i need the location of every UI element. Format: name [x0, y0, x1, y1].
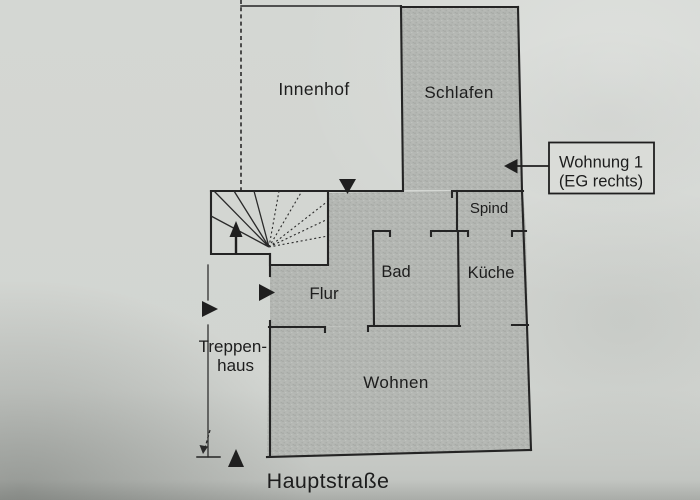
- stair-direction-arrow-icon: [229, 221, 243, 254]
- label-kueche: Küche: [468, 264, 515, 282]
- callout-box: [548, 141, 655, 195]
- entrance-markers: [202, 179, 356, 467]
- room-kueche: [458, 231, 528, 326]
- room-labels: Innenhof Schlafen Spind Bad Küche Flur T…: [199, 79, 515, 493]
- callout-line2: (EG rechts): [559, 173, 643, 191]
- shaded-rooms: [267, 7, 531, 457]
- stairwell-boundary: [196, 264, 221, 458]
- label-flur: Flur: [309, 284, 339, 303]
- entrance-top-triangle-down-icon: [339, 179, 356, 194]
- label-treppenhaus-line1: Treppen-: [199, 337, 267, 356]
- dimension-dashed-arrow-icon: [199, 429, 211, 454]
- street-entrance-triangle-up-icon: [228, 449, 244, 467]
- callout-line1: Wohnung 1: [559, 154, 643, 172]
- callout: Wohnung 1 (EG rechts): [504, 141, 655, 195]
- label-wohnen: Wohnen: [363, 373, 428, 392]
- label-bad: Bad: [381, 263, 410, 281]
- room-wohnen: [267, 324, 531, 457]
- room-spind: [452, 191, 526, 231]
- label-treppenhaus-line2: haus: [217, 356, 254, 375]
- apartment-door-triangle-right-icon: [259, 284, 275, 301]
- label-street: Hauptstraße: [267, 469, 390, 493]
- callout-arrow-left-icon: [504, 159, 518, 174]
- stairwell-door-triangle-right-icon: [202, 301, 218, 317]
- room-flur-lower: [270, 265, 328, 327]
- label-innenhof: Innenhof: [278, 79, 349, 99]
- room-flur-column: [328, 193, 374, 326]
- walls: [209, 4, 533, 459]
- room-schlafen: [402, 7, 522, 190]
- label-schlafen: Schlafen: [424, 83, 493, 102]
- label-spind: Spind: [470, 200, 508, 217]
- stair-treads: [210, 190, 329, 248]
- room-bad: [374, 231, 458, 326]
